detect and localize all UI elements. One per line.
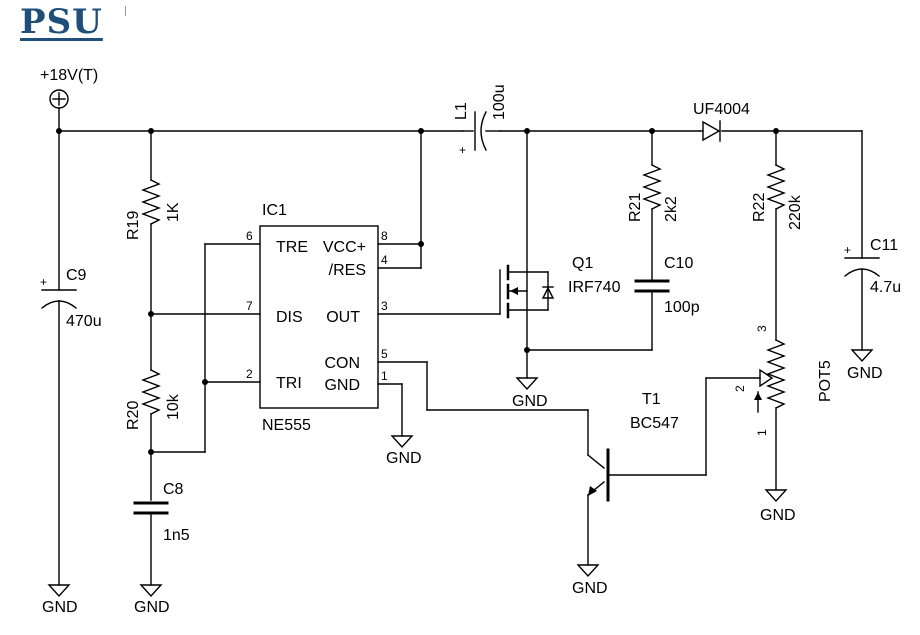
svg-text:1: 1 xyxy=(381,369,388,383)
svg-text:/RES: /RES xyxy=(329,262,366,279)
l1-value: 100u xyxy=(491,84,508,120)
page-title: PSU xyxy=(20,2,103,42)
q1-part: IRF740 xyxy=(568,279,621,296)
svg-text:GND: GND xyxy=(386,450,422,467)
header-divider xyxy=(125,6,126,16)
svg-text:GND: GND xyxy=(324,377,360,394)
svg-text:+: + xyxy=(40,275,47,289)
c11-value: 4.7u xyxy=(870,279,901,296)
svg-text:GND: GND xyxy=(847,365,883,382)
resistor-r20: R20 10k xyxy=(125,369,182,501)
c11-ref: C11 xyxy=(870,237,898,254)
svg-text:VCC+: VCC+ xyxy=(323,239,366,256)
resistor-r21: R21 2k2 xyxy=(627,130,680,281)
l1-ref: L1 xyxy=(453,102,470,120)
gnd-q1: GND xyxy=(512,377,548,410)
d1-part: UF4004 xyxy=(693,101,750,118)
svg-text:7: 7 xyxy=(246,299,253,313)
capacitor-c8: C8 1n5 xyxy=(133,481,190,586)
r19-value: 1K xyxy=(165,202,182,222)
svg-text:+: + xyxy=(844,243,851,257)
r21-ref: R21 xyxy=(627,193,644,222)
c8-value: 1n5 xyxy=(163,527,190,544)
svg-text:4: 4 xyxy=(381,253,388,267)
svg-text:CON: CON xyxy=(324,355,360,372)
svg-text:3: 3 xyxy=(755,325,769,332)
t1-part: BC547 xyxy=(630,415,679,432)
c10-ref: C10 xyxy=(664,255,693,272)
svg-text:DIS: DIS xyxy=(276,309,303,326)
inductor-l1: + L1 100u xyxy=(453,84,508,157)
mosfet-q1: Q1 IRF740 xyxy=(499,130,621,353)
svg-text:GND: GND xyxy=(42,599,78,616)
svg-text:6: 6 xyxy=(246,229,253,243)
r22-ref: R22 xyxy=(751,193,768,222)
ic-part: NE555 xyxy=(262,417,311,434)
resistor-r22: R22 220k xyxy=(751,130,804,341)
capacitor-c10: C10 100p xyxy=(634,255,700,351)
svg-text:2: 2 xyxy=(733,385,747,392)
capacitor-c9: + C9 470u xyxy=(40,130,102,586)
r20-value: 10k xyxy=(165,393,182,420)
r22-value: 220k xyxy=(787,194,804,230)
pot5-ref: POT5 xyxy=(817,360,834,402)
potentiometer-pot5: 3 2 1 POT5 xyxy=(705,325,834,491)
r20-ref: R20 xyxy=(125,401,142,430)
svg-text:+: + xyxy=(459,143,466,157)
gnd-t1: GND xyxy=(572,564,608,597)
transistor-t1: T1 BC547 xyxy=(426,361,707,566)
svg-text:5: 5 xyxy=(381,347,388,361)
svg-text:GND: GND xyxy=(760,507,796,524)
c9-value: 470u xyxy=(66,313,102,330)
diode-uf4004: UF4004 xyxy=(693,101,750,142)
r21-value: 2k2 xyxy=(663,196,680,222)
svg-text:GND: GND xyxy=(572,580,608,597)
supply-label: +18V(T) xyxy=(40,67,98,84)
c9-ref: C9 xyxy=(66,267,87,284)
ic-ref: IC1 xyxy=(262,202,287,219)
gnd-ic: GND xyxy=(386,435,422,467)
gnd-c9: GND xyxy=(42,584,78,616)
top-rail xyxy=(56,128,863,134)
supply-terminal: +18V(T) xyxy=(40,67,98,132)
svg-text:1: 1 xyxy=(755,429,769,436)
svg-text:GND: GND xyxy=(512,393,548,410)
svg-text:TRI: TRI xyxy=(276,375,302,392)
svg-text:2: 2 xyxy=(246,367,253,381)
t1-ref: T1 xyxy=(642,391,661,408)
resistor-r19: R19 1K xyxy=(125,130,182,371)
svg-text:TRE: TRE xyxy=(276,239,308,256)
gnd-c8: GND xyxy=(134,584,170,616)
svg-text:OUT: OUT xyxy=(326,309,360,326)
gnd-c11: GND xyxy=(847,349,883,382)
svg-text:GND: GND xyxy=(134,599,170,616)
svg-text:3: 3 xyxy=(381,299,388,313)
r19-ref: R19 xyxy=(125,211,142,240)
gnd-pot5: GND xyxy=(760,489,796,524)
ic-ne555: IC1 NE555 6 7 2 TRE DIS TRI 8 4 3 5 1 VC… xyxy=(150,202,501,434)
trigger-threshold-wire xyxy=(150,243,208,453)
q1-ref: Q1 xyxy=(572,255,593,272)
svg-text:8: 8 xyxy=(381,229,388,243)
capacitor-c11: + C11 4.7u xyxy=(844,130,901,351)
mosfet-source-wire xyxy=(526,349,653,379)
c8-ref: C8 xyxy=(163,481,184,498)
c10-value: 100p xyxy=(664,299,700,316)
vcc-reset-wire xyxy=(418,130,424,269)
